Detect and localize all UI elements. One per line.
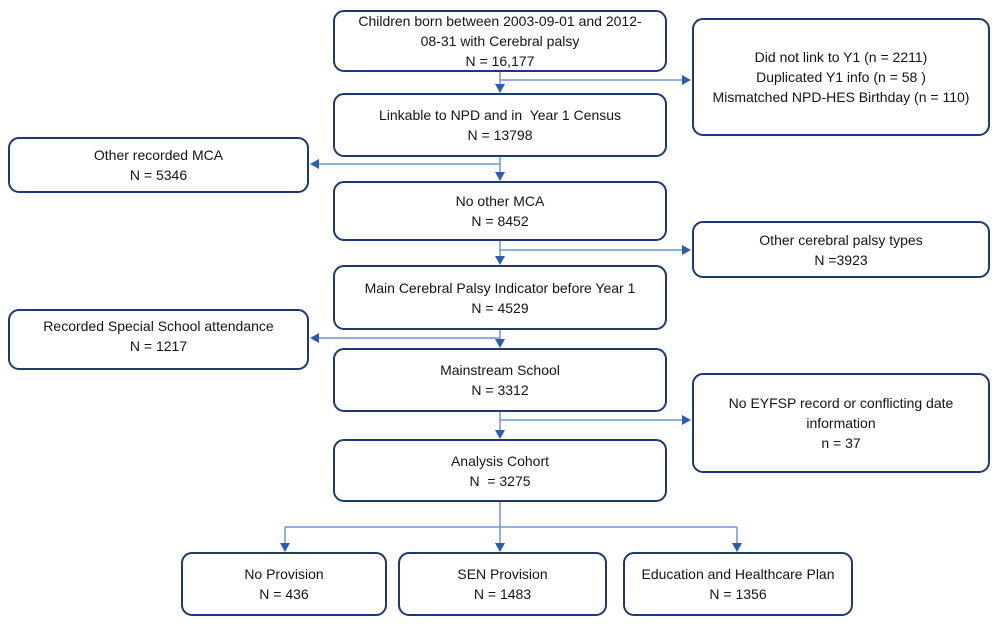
node-other-recorded-mca: Other recorded MCA N = 5346 xyxy=(8,137,309,193)
arrowhead-right-other-cp-types xyxy=(682,245,691,255)
node-text-line: No Provision xyxy=(244,566,324,582)
arrowhead-left-other-mca xyxy=(310,159,319,169)
node-count-line: N =3923 xyxy=(814,251,868,268)
arrowhead-down-mainstream xyxy=(495,339,505,348)
node-count-line: N = 8452 xyxy=(471,213,529,229)
node-count-line: N = 436 xyxy=(259,586,309,602)
node-text-line: Main Cerebral Palsy Indicator before Yea… xyxy=(364,279,636,296)
node-other-cp-types: Other cerebral palsy types N =3923 xyxy=(692,221,990,278)
node-count-line: N = 3275 xyxy=(469,472,531,489)
node-text-line: Recorded Special School attendance xyxy=(43,318,274,334)
node-count-line: N = 1217 xyxy=(129,338,188,354)
node-count-line: N = 1356 xyxy=(709,586,767,602)
node-count-line: n = 37 xyxy=(821,435,861,451)
node-linkage-exclusions: Did not link to Y1 (n = 2211) Duplicated… xyxy=(692,18,990,136)
arrowhead-left-special-school xyxy=(310,333,319,343)
arrowhead-down-sen-provision xyxy=(495,543,505,552)
node-no-provision: No Provision N = 436 xyxy=(181,552,387,616)
node-text-line: 08-31 with Cerebral palsy xyxy=(420,33,580,49)
node-text-line: Children born between 2003-09-01 and 201… xyxy=(358,13,642,29)
node-no-other-mca: No other MCA N = 8452 xyxy=(333,181,667,241)
node-count-line: N = 4529 xyxy=(471,299,529,316)
node-text-line: Mainstream School xyxy=(440,362,560,378)
node-text-line: information xyxy=(806,415,876,431)
node-no-eyfsp-record: No EYFSP record or conflicting date info… xyxy=(692,373,990,473)
arrowhead-down-linkable xyxy=(495,84,505,93)
arrowhead-down-ehc-plan xyxy=(732,543,742,552)
node-text-line: SEN Provision xyxy=(457,566,548,582)
node-ehc-plan: Education and Healthcare Plan N = 1356 xyxy=(623,552,853,616)
node-text-line: No EYFSP record or conflicting date xyxy=(728,395,954,411)
arrowhead-down-main-cp xyxy=(495,256,505,265)
node-special-school-attendance: Recorded Special School attendance N = 1… xyxy=(8,309,309,370)
node-sen-provision: SEN Provision N = 1483 xyxy=(398,552,607,616)
node-count-line: N = 1483 xyxy=(473,586,532,602)
node-text-line: Mismatched NPD-HES Birthday (n = 110) xyxy=(712,89,970,105)
arrowhead-right-no-eyfsp xyxy=(682,415,691,425)
node-count-line: N = 13798 xyxy=(467,127,533,143)
arrowhead-right-exclusion-link xyxy=(682,75,691,85)
node-count-line: N = 16,177 xyxy=(465,53,535,69)
node-text-line: Duplicated Y1 info (n = 58 ) xyxy=(756,69,926,85)
node-text-line: Other recorded MCA xyxy=(93,147,224,163)
node-children-born: Children born between 2003-09-01 and 201… xyxy=(333,10,667,72)
connector-analysis-split xyxy=(284,502,738,543)
arrowhead-down-no-other-mca xyxy=(495,172,505,181)
node-count-line: N = 3312 xyxy=(471,382,529,398)
arrowhead-down-no-provision xyxy=(280,543,290,552)
node-text-line: Education and Healthcare Plan xyxy=(641,566,835,582)
node-linkable-npd: Linkable to NPD and in Year 1 Census N =… xyxy=(333,93,667,157)
arrowhead-down-analysis xyxy=(495,430,505,439)
node-text-line: Other cerebral palsy types xyxy=(759,231,923,248)
node-analysis-cohort: Analysis Cohort N = 3275 xyxy=(333,439,667,502)
node-main-cp-indicator: Main Cerebral Palsy Indicator before Yea… xyxy=(333,265,667,330)
node-mainstream-school: Mainstream School N = 3312 xyxy=(333,348,667,412)
node-text-line: No other MCA xyxy=(455,193,545,209)
node-count-line: N = 5346 xyxy=(129,167,188,183)
node-text-line: Did not link to Y1 (n = 2211) xyxy=(754,49,928,65)
node-text-line: Linkable to NPD and in Year 1 Census xyxy=(378,107,622,123)
node-text-line: Analysis Cohort xyxy=(450,452,550,469)
